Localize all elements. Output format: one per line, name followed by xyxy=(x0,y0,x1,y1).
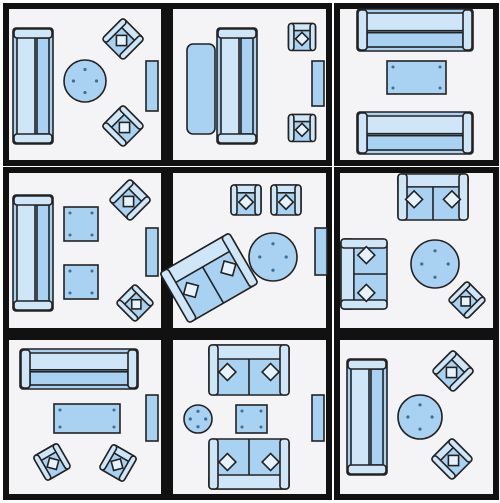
loveseat xyxy=(208,344,290,396)
sofa xyxy=(346,358,388,476)
sofa xyxy=(356,111,474,155)
layout-panel-9 xyxy=(334,334,499,500)
layout-panel-5 xyxy=(160,167,332,334)
tv-stand xyxy=(311,60,325,107)
tv-stand xyxy=(145,60,159,112)
layout-panel-4 xyxy=(3,167,167,334)
coffee-table xyxy=(53,403,121,434)
armchair xyxy=(116,284,154,322)
armchair xyxy=(432,350,474,392)
loveseat xyxy=(160,233,258,323)
armchair xyxy=(33,443,71,481)
armchair xyxy=(102,105,144,147)
sofa xyxy=(356,8,474,52)
layout-panel-1 xyxy=(3,3,167,166)
sofa xyxy=(216,27,258,145)
armchair xyxy=(109,179,151,221)
layout-panel-2 xyxy=(167,3,332,166)
side-table xyxy=(235,404,268,434)
tv-stand xyxy=(314,227,328,276)
ottoman xyxy=(186,43,216,135)
armchair xyxy=(99,444,137,482)
layout-panel-3 xyxy=(334,3,499,166)
armchair xyxy=(230,184,262,216)
armchair xyxy=(270,184,302,216)
loveseat xyxy=(208,438,290,490)
armchair xyxy=(102,18,144,60)
side-table xyxy=(63,206,99,242)
sofa xyxy=(12,27,54,145)
round-table xyxy=(410,239,460,289)
round-table xyxy=(397,394,443,440)
layout-panel-7 xyxy=(3,334,167,500)
tv-stand xyxy=(145,394,159,442)
layout-panel-6 xyxy=(334,167,499,334)
sofa xyxy=(19,348,139,390)
tv-stand xyxy=(311,394,325,442)
armchair xyxy=(287,113,317,143)
side-table xyxy=(63,264,99,300)
armchair xyxy=(448,281,486,319)
round-table xyxy=(248,232,298,282)
layout-panel-8 xyxy=(167,334,332,500)
armchair xyxy=(287,22,317,52)
loveseat xyxy=(340,238,388,310)
coffee-table xyxy=(386,60,447,95)
loveseat xyxy=(397,173,469,221)
armchair xyxy=(431,438,473,480)
tv-stand xyxy=(145,227,159,277)
round-table xyxy=(183,404,213,434)
round-table xyxy=(63,59,107,103)
sofa xyxy=(12,194,54,312)
